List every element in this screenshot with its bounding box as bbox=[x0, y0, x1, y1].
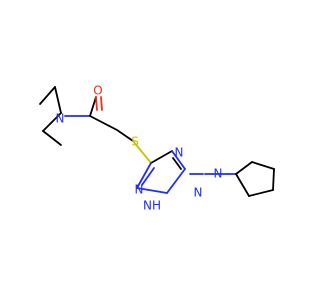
triazole-bond-2 bbox=[171, 150, 186, 170]
triazole-bond-4 bbox=[136, 187, 168, 194]
amide-nitrogen-label: N bbox=[56, 112, 65, 126]
triazole-nitrogen-top-label: N bbox=[175, 146, 184, 160]
cyclopentane-bond-4 bbox=[248, 189, 274, 197]
methylene-to-sulfur-bond bbox=[116, 129, 134, 142]
carbonyl-backbone-bond bbox=[89, 96, 97, 117]
sulfur-label: S bbox=[131, 135, 139, 149]
hydrazone-nitrogen-2-label: N bbox=[214, 167, 223, 181]
cyclopentane-bond-5 bbox=[235, 173, 250, 197]
cyclopentane-bond-1 bbox=[235, 161, 253, 175]
ethyl-bottom-bond-2 bbox=[42, 130, 62, 146]
triazole-inner-double-bond-left bbox=[141, 167, 155, 186]
triazole-nh-label: NH bbox=[143, 199, 161, 213]
molecule-canvas: O N S N N NH N N bbox=[39, 83, 275, 213]
triazole-inner-double-bond bbox=[172, 157, 182, 170]
triazole-bond-3 bbox=[166, 168, 186, 194]
cyclopentane-bond-3 bbox=[272, 168, 275, 191]
hydrazone-nitrogen-1-label: N bbox=[194, 186, 203, 200]
carbonyl-double-bond-1 bbox=[95, 96, 98, 111]
triazole-bond-5 bbox=[136, 162, 152, 189]
oxygen-label: O bbox=[93, 84, 102, 98]
carbonyl-double-bond-2 bbox=[100, 96, 103, 111]
ethyl-bottom-bond-1 bbox=[42, 112, 62, 132]
cyclopentane-bond-2 bbox=[251, 161, 275, 170]
carbonyl-to-methylene-bond bbox=[89, 115, 118, 131]
triazole-nitrogen-left-label: N bbox=[135, 183, 144, 197]
triazole-bond-1 bbox=[150, 150, 173, 164]
sulfur-to-ring-bond bbox=[132, 140, 152, 164]
molecule-structure: O N S N N NH N N bbox=[39, 84, 275, 213]
ethyl-top-bond-1 bbox=[39, 86, 56, 105]
ethyl-top-bond-2 bbox=[54, 86, 62, 114]
